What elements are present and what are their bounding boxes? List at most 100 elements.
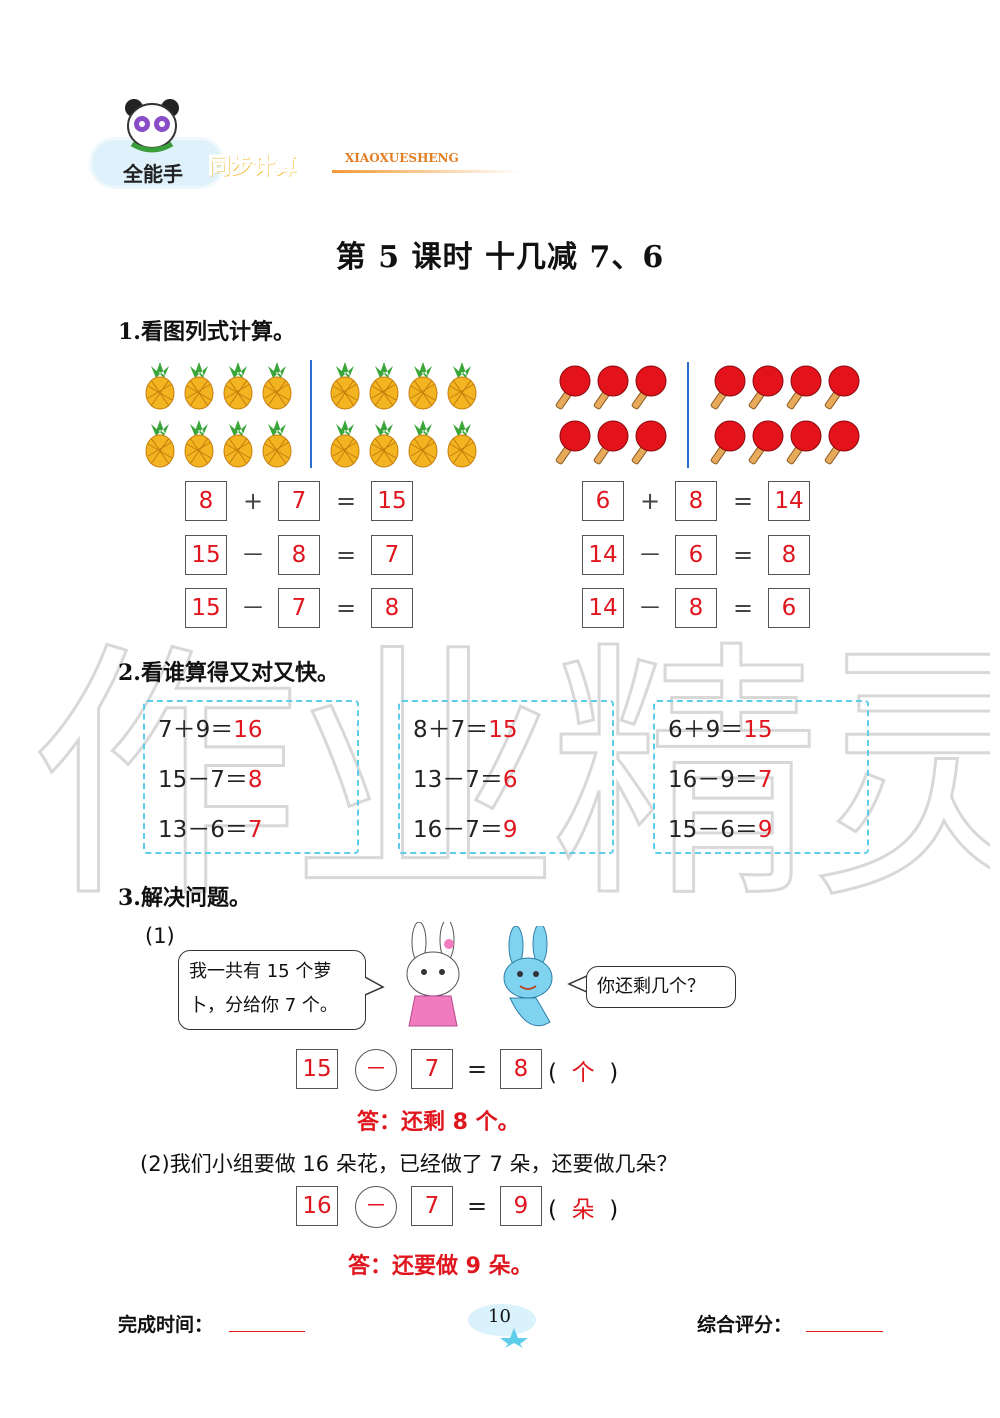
completion-time-label: 完成时间： xyxy=(118,1314,214,1336)
calc-answer: 15 xyxy=(488,717,518,743)
page-number: 10 xyxy=(488,1306,511,1327)
paddle-icon xyxy=(593,365,629,410)
calc-item: 6＋9＝15 xyxy=(668,717,773,743)
right-eq-r0-num2: 14 xyxy=(768,481,810,521)
calc-group-frame xyxy=(398,700,614,854)
watermark-text: 作业精灵 xyxy=(30,619,990,934)
left-eq-r2-op1: = xyxy=(335,594,357,622)
calc-item: 13－7＝6 xyxy=(413,767,518,793)
p1-operator: － xyxy=(355,1049,397,1091)
pineapple-icon xyxy=(408,420,438,468)
right-eq-r2-num0: 14 xyxy=(582,588,624,628)
right-eq-r2-num1: 8 xyxy=(675,588,717,628)
calc-answer: 9 xyxy=(757,817,773,843)
paddle-icon xyxy=(824,365,860,410)
right-eq-r1-num0: 14 xyxy=(582,535,624,575)
left-eq-r0-op0: + xyxy=(242,487,264,515)
speech-bubble-left: 我一共有 15 个萝 卜，分给你 7 个。 xyxy=(178,950,366,1030)
right-eq-r2-op0: － xyxy=(638,594,662,622)
p2-operator: － xyxy=(355,1186,397,1228)
p1-result: 8 xyxy=(500,1049,542,1089)
p1-unit-value: 个 xyxy=(571,1060,595,1086)
paddle-icon xyxy=(748,365,784,410)
girl-rabbit-icon xyxy=(406,922,460,1027)
right-eq-r1-num2: 8 xyxy=(768,535,810,575)
panda-mascot-icon xyxy=(125,99,179,153)
pineapple-icon xyxy=(145,362,175,410)
paddle-icon xyxy=(824,420,860,465)
pineapple-icon xyxy=(262,362,292,410)
calc-item: 8＋7＝15 xyxy=(413,717,518,743)
pineapple-icon xyxy=(447,362,477,410)
left-eq-r2-num1: 7 xyxy=(278,588,320,628)
section1-heading: 1.看图列式计算。 xyxy=(118,319,295,345)
divider-left xyxy=(310,360,312,468)
paddle-icon xyxy=(786,365,822,410)
speech-left-line2: 卜，分给你 7 个。 xyxy=(189,995,338,1016)
left-eq-r1-num0: 15 xyxy=(185,535,227,575)
brand-subtitle: 同步计算 xyxy=(207,154,297,180)
p1-minuend: 15 xyxy=(296,1049,338,1089)
problem2-question: (2)我们小组要做 16 朵花，已经做了 7 朵，还要做几朵？ xyxy=(140,1152,678,1176)
problem1-answer: 答：还剩 8 个。 xyxy=(357,1110,520,1135)
left-eq-r0-op1: = xyxy=(335,487,357,515)
p2-unit-value: 朵 xyxy=(571,1197,595,1223)
calc-item: 16－7＝9 xyxy=(413,817,518,843)
p1-equals: = xyxy=(466,1055,488,1083)
calc-item: 13－6＝7 xyxy=(158,817,263,843)
pineapple-icon xyxy=(330,420,360,468)
pineapple-icon xyxy=(262,420,292,468)
bubble-tail-right xyxy=(567,974,589,994)
calc-answer: 9 xyxy=(502,817,518,843)
pineapple-icon xyxy=(408,362,438,410)
paddle-icon xyxy=(555,365,591,410)
left-eq-r2-num2: 8 xyxy=(371,588,413,628)
left-eq-r1-num1: 8 xyxy=(278,535,320,575)
watermark: 作业精灵 xyxy=(30,618,990,936)
calc-item: 7＋9＝16 xyxy=(158,717,263,743)
pineapple-icon xyxy=(330,362,360,410)
calc-answer: 8 xyxy=(247,767,263,793)
calc-answer: 15 xyxy=(743,717,773,743)
pineapple-icon xyxy=(145,420,175,468)
p2-result: 9 xyxy=(500,1186,542,1226)
p2-unit: ( 朵 ) xyxy=(548,1197,619,1223)
right-eq-r0-op1: = xyxy=(732,487,754,515)
right-eq-r2-num2: 6 xyxy=(768,588,810,628)
calc-group-frame xyxy=(653,700,869,854)
calc-item: 15－6＝9 xyxy=(668,817,773,843)
left-eq-r0-num2: 15 xyxy=(371,481,413,521)
left-eq-r1-num2: 7 xyxy=(371,535,413,575)
paddle-icon xyxy=(593,420,629,465)
speech-left-line1: 我一共有 15 个萝 xyxy=(189,961,332,982)
section2-heading: 2.看谁算得又对又快。 xyxy=(118,660,339,686)
section3-heading: 3.解决问题。 xyxy=(118,885,251,911)
p1-subtrahend: 7 xyxy=(411,1049,453,1089)
bubble-tail-left xyxy=(365,976,385,996)
left-eq-r1-op0: － xyxy=(241,541,265,569)
pineapple-icon xyxy=(447,420,477,468)
left-eq-r0-num1: 7 xyxy=(278,481,320,521)
pineapple-icon xyxy=(369,362,399,410)
left-eq-r1-op1: = xyxy=(335,541,357,569)
left-eq-r2-num0: 15 xyxy=(185,588,227,628)
calc-item: 15－7＝8 xyxy=(158,767,263,793)
paddle-icon xyxy=(631,420,667,465)
calc-group-frame xyxy=(143,700,359,854)
right-eq-r2-op1: = xyxy=(732,594,754,622)
pineapple-icon xyxy=(184,362,214,410)
brand-underline xyxy=(332,170,522,173)
left-eq-r0-num0: 8 xyxy=(185,481,227,521)
score-label: 综合评分： xyxy=(697,1314,793,1336)
page-number-badge xyxy=(468,1304,536,1348)
paddle-icon xyxy=(631,365,667,410)
calc-answer: 16 xyxy=(233,717,263,743)
left-eq-r2-op0: － xyxy=(241,594,265,622)
paddle-icon xyxy=(710,420,746,465)
problem2-answer: 答：还要做 9 朵。 xyxy=(348,1254,533,1279)
pineapple-icon xyxy=(223,362,253,410)
boy-rabbit-icon xyxy=(503,926,553,1027)
paddle-icon xyxy=(786,420,822,465)
p2-subtrahend: 7 xyxy=(411,1186,453,1226)
right-eq-r0-num0: 6 xyxy=(582,481,624,521)
